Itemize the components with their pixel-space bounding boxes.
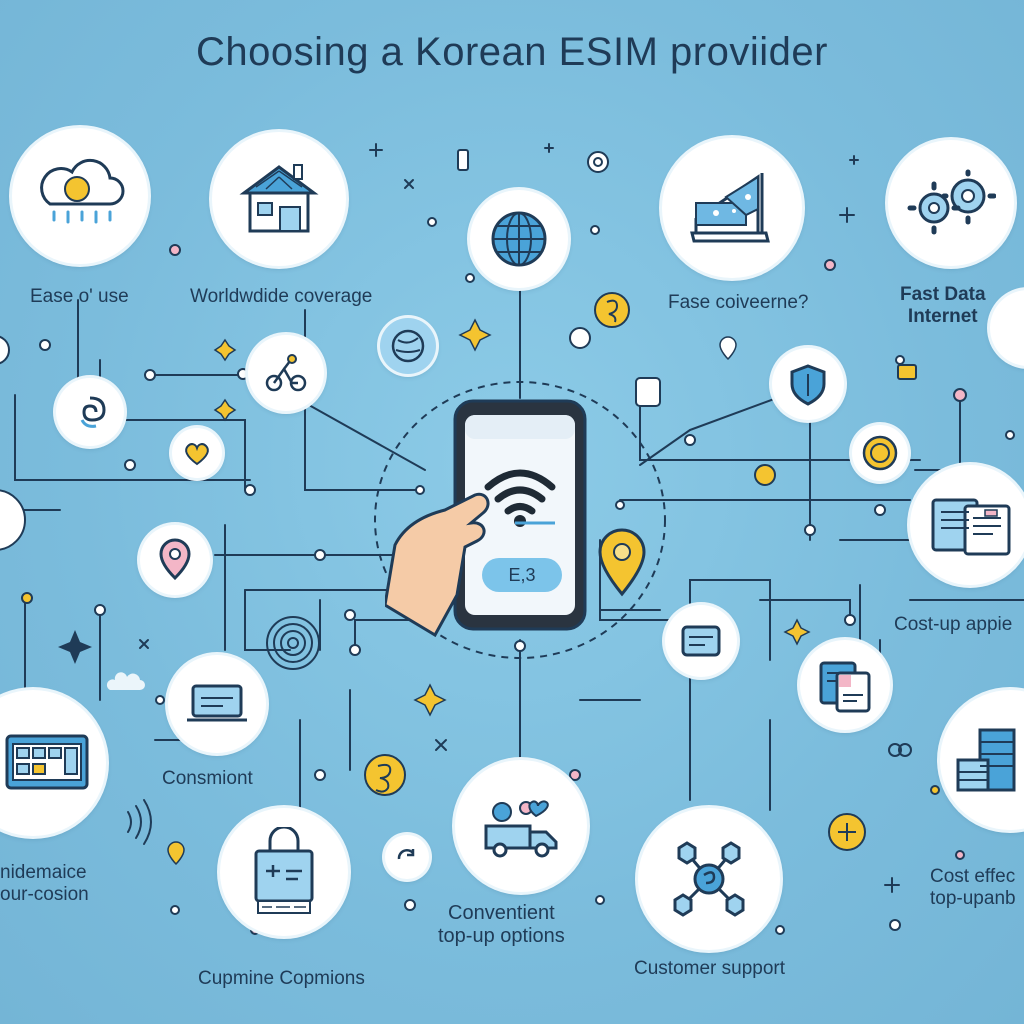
refresh-icon	[397, 849, 415, 860]
node-fase-coiveerne	[662, 138, 802, 278]
node-customer-support	[638, 808, 780, 950]
label-cost-effective-line2: top-upanb	[930, 887, 1016, 909]
documents-icon	[931, 498, 1011, 556]
label-fast-data-line2: Internet	[907, 305, 978, 327]
bike-icon	[265, 354, 307, 392]
label-convenient-topup: Conventient top-up options	[438, 902, 565, 948]
label-fase-coiveerne: Fase coiveerne?	[668, 292, 809, 313]
delivery-truck-icon	[484, 800, 558, 858]
node-small-swirl	[56, 378, 124, 446]
label-cost-effective: Cost effec top-upanb	[930, 866, 1016, 910]
label-consmiont: Consmiont	[162, 768, 253, 789]
swirl-icon	[80, 396, 106, 428]
label-nidemaice-line2: our-cosion	[0, 883, 89, 905]
node-small-refresh	[385, 835, 429, 879]
gold-location-pin-icon	[598, 528, 646, 597]
label-customer-support: Customer support	[634, 958, 786, 979]
heart-icon	[185, 443, 209, 466]
label-fast-data: Fast Data Internet	[900, 284, 986, 328]
receipts-icon	[819, 661, 871, 713]
node-ease-of-use	[12, 128, 148, 264]
ripple-icon	[266, 616, 320, 670]
label-worldwide-coverage: Worldwdide coverage	[190, 286, 373, 307]
dashboard-screen-icon	[5, 734, 89, 790]
label-convenient-line2: top-up options	[438, 925, 565, 947]
node-small-coin-right	[852, 425, 908, 481]
node-small-globe-outline	[380, 318, 436, 374]
node-small-bike	[248, 335, 324, 411]
laptop-icon	[187, 684, 247, 722]
compass-icon	[391, 329, 425, 363]
node-documents-right	[910, 465, 1024, 585]
node-globe	[470, 190, 568, 288]
bar-blocks-icon	[956, 728, 1016, 792]
label-nidemaice-line1: nidemaice	[0, 862, 87, 883]
smartphone-in-hand	[385, 399, 587, 638]
node-consmiont	[168, 655, 266, 753]
node-location-pin	[140, 525, 210, 595]
label-cost-effective-line1: Cost effec	[930, 866, 1016, 887]
page-title: Choosing a Korean ESIM proviider	[196, 30, 828, 74]
node-small-heart	[172, 428, 222, 478]
node-card-right	[665, 605, 737, 677]
label-cost-up: Cost-up appie	[894, 614, 1013, 635]
label-ease-of-use: Ease o' use	[30, 286, 129, 307]
label-convenient-line1: Conventient	[448, 902, 555, 924]
gears-icon	[907, 169, 996, 235]
house-icon	[239, 164, 319, 233]
node-fast-data	[888, 140, 1014, 266]
globe-icon	[491, 211, 547, 267]
phone-action-button-label: E,3	[508, 564, 536, 585]
node-small-shield	[772, 348, 844, 420]
shopping-bag-icon	[254, 827, 314, 914]
node-convenient-topup	[455, 760, 587, 892]
location-pin-icon	[159, 538, 191, 581]
node-worldwide-coverage	[212, 132, 346, 266]
label-cupmine-copmions: Cupmine Copmions	[198, 968, 365, 989]
screen-chart-icon	[690, 173, 770, 243]
node-shopping-bag	[220, 808, 348, 936]
coin-icon	[862, 435, 898, 471]
label-nidemaice: nidemaice our-cosion	[0, 862, 89, 906]
card-icon	[681, 625, 721, 657]
label-fast-data-line1: Fast Data	[900, 284, 986, 305]
cloud-coin-icon	[40, 158, 125, 224]
phone-action-button[interactable]: E,3	[482, 558, 562, 592]
network-hub-icon	[673, 841, 745, 917]
shield-icon	[790, 364, 826, 406]
node-receipts	[800, 640, 890, 730]
